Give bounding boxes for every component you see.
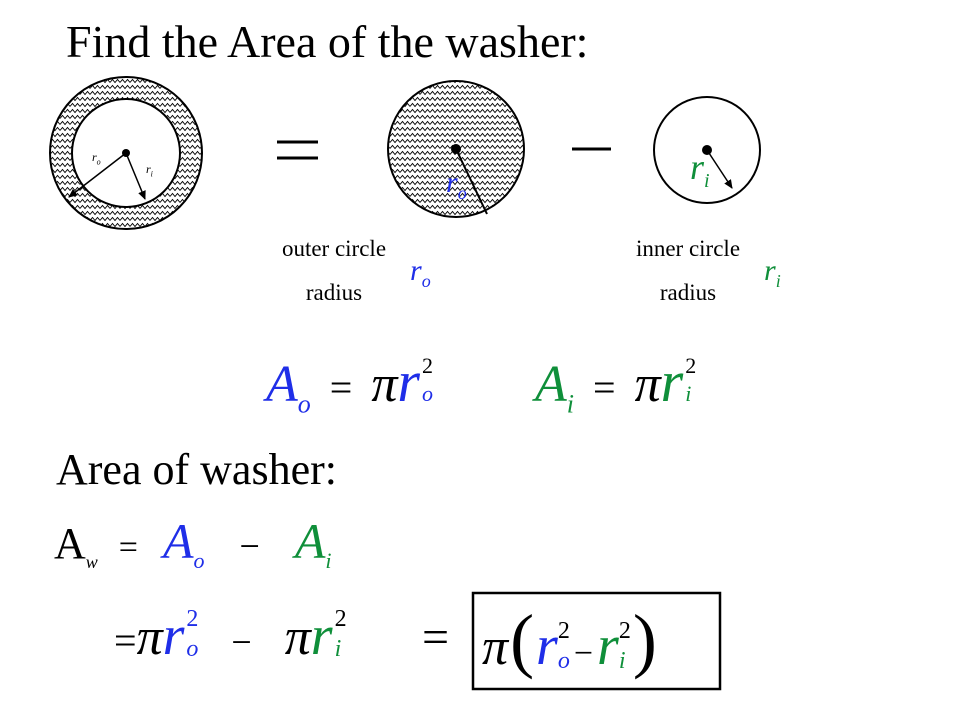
outer-label-symbol: ro xyxy=(410,254,431,291)
washer-ri-label: ri xyxy=(146,162,153,179)
outer-radius-symbol: ro xyxy=(446,166,467,203)
inner-label-symbol: ri xyxy=(764,254,781,291)
inner-label: inner circle radius xyxy=(635,236,741,305)
box-equals: = xyxy=(422,611,450,664)
answer-box xyxy=(471,591,722,691)
equals-sign-drawing xyxy=(277,140,318,160)
inner-radius-symbol: ri xyxy=(690,147,710,193)
washer-area-formula: Aw = Ao − Ai xyxy=(54,513,332,573)
washer-shape xyxy=(49,76,203,230)
washer-ro-label: ro xyxy=(92,150,101,167)
page-title: Find the Area of the washer: xyxy=(66,16,589,67)
area-heading: Area of washer: xyxy=(56,445,337,494)
inner-circle-shape xyxy=(653,96,761,204)
outer-label: outer circle radius xyxy=(281,236,387,305)
outer-circle-shape xyxy=(387,80,525,218)
